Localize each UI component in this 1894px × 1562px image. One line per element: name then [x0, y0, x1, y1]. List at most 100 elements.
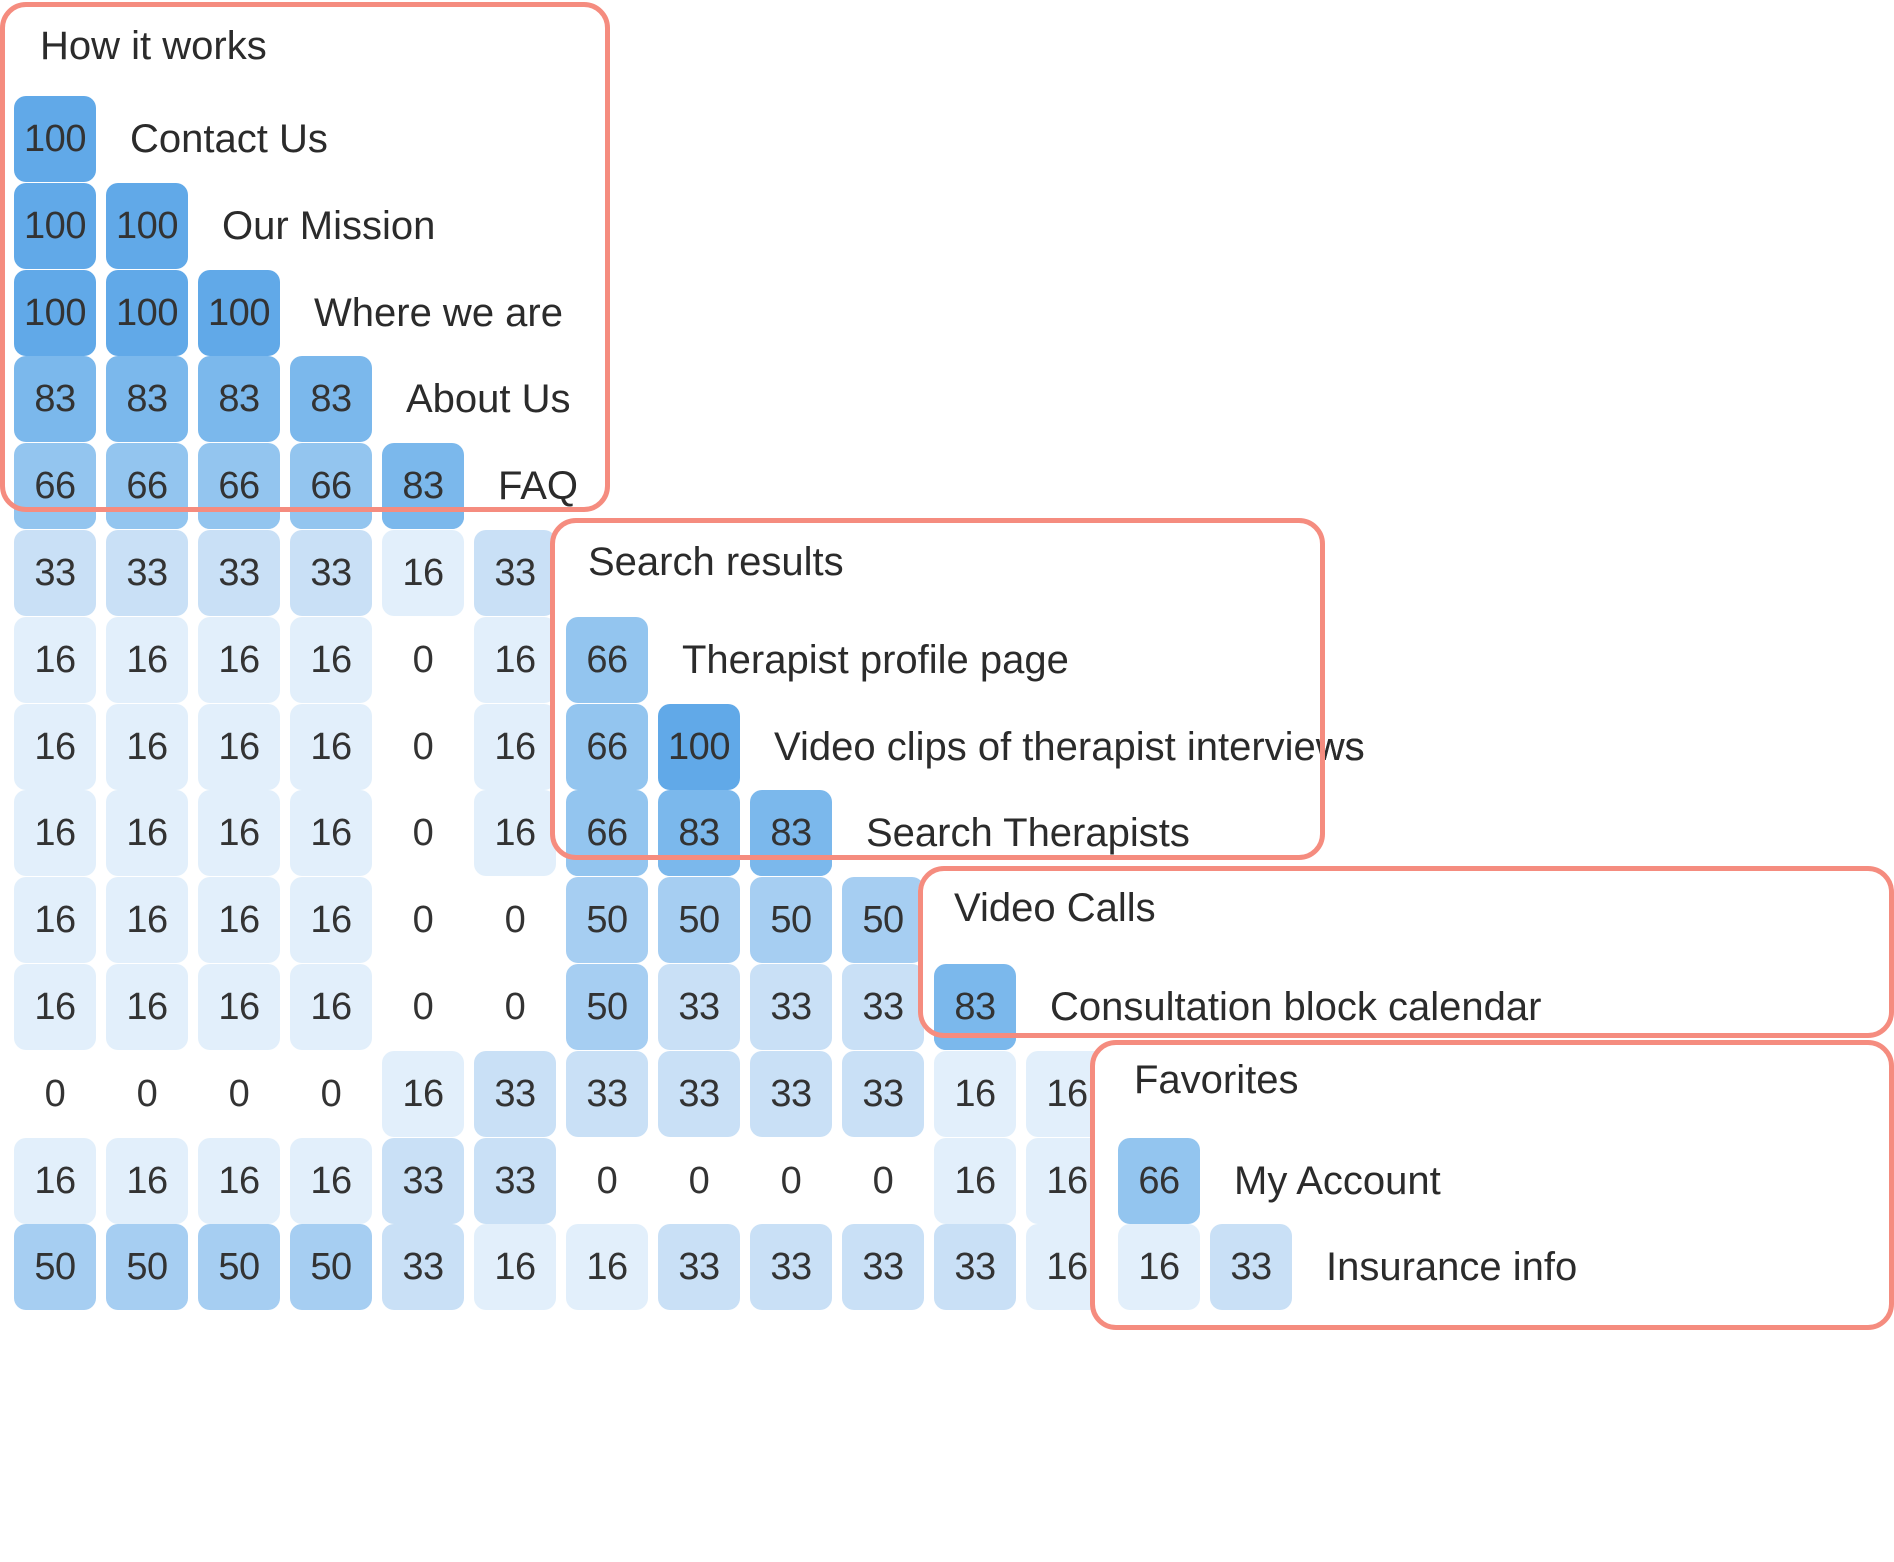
matrix-cell[interactable]: 16 — [290, 703, 372, 790]
matrix-cell[interactable]: 16 — [198, 964, 280, 1050]
matrix-cell[interactable]: 50 — [198, 1224, 280, 1311]
matrix-cell[interactable]: 33 — [842, 1050, 924, 1137]
matrix-cell[interactable]: 50 — [842, 877, 924, 964]
matrix-cell[interactable]: 16 — [106, 616, 188, 703]
matrix-cell[interactable]: 50 — [566, 964, 648, 1050]
matrix-cell[interactable]: 0 — [412, 899, 434, 942]
matrix-cell[interactable]: 83 — [14, 356, 96, 443]
matrix-cell[interactable]: 16 — [14, 877, 96, 964]
matrix-cell[interactable]: 16 — [382, 530, 464, 616]
matrix-cell[interactable]: 16 — [474, 1224, 556, 1311]
matrix-cell[interactable]: 16 — [290, 1137, 372, 1224]
matrix-cell[interactable]: 100 — [106, 269, 188, 356]
matrix-cell[interactable]: 33 — [658, 1224, 740, 1311]
matrix-cell[interactable]: 83 — [290, 356, 372, 443]
matrix-cell[interactable]: 0 — [412, 986, 434, 1028]
matrix-cell[interactable]: 33 — [474, 530, 556, 616]
matrix-cell[interactable]: 0 — [412, 638, 434, 681]
matrix-cell[interactable]: 0 — [320, 1072, 342, 1115]
matrix-cell[interactable]: 16 — [290, 790, 372, 877]
matrix-cell[interactable]: 0 — [412, 812, 434, 855]
matrix-cell[interactable]: 33 — [750, 1224, 832, 1311]
matrix-cell[interactable]: 33 — [750, 964, 832, 1050]
matrix-cell[interactable]: 16 — [934, 1050, 1016, 1137]
matrix-cell[interactable]: 16 — [14, 703, 96, 790]
matrix-cell[interactable]: 16 — [14, 790, 96, 877]
matrix-cell[interactable]: 0 — [780, 1159, 802, 1202]
matrix-cell[interactable]: 0 — [228, 1072, 250, 1115]
matrix-cell[interactable]: 16 — [290, 964, 372, 1050]
matrix-cell[interactable]: 50 — [290, 1224, 372, 1311]
matrix-cell[interactable]: 33 — [658, 1050, 740, 1137]
matrix-cell[interactable]: 16 — [106, 964, 188, 1050]
matrix-cell[interactable]: 16 — [290, 616, 372, 703]
matrix-cell[interactable]: 16 — [14, 1137, 96, 1224]
matrix-cell[interactable]: 0 — [504, 899, 526, 942]
matrix-cell[interactable]: 100 — [14, 269, 96, 356]
matrix-cell[interactable]: 33 — [382, 1224, 464, 1311]
matrix-cell[interactable]: 33 — [106, 530, 188, 616]
matrix-cell[interactable]: 16 — [474, 790, 556, 877]
matrix-cell[interactable]: 83 — [658, 790, 740, 877]
matrix-cell[interactable]: 66 — [1118, 1137, 1200, 1224]
matrix-cell[interactable]: 16 — [198, 616, 280, 703]
matrix-cell[interactable]: 33 — [566, 1050, 648, 1137]
matrix-cell[interactable]: 16 — [198, 1137, 280, 1224]
matrix-cell[interactable]: 50 — [658, 877, 740, 964]
matrix-cell[interactable]: 16 — [474, 616, 556, 703]
matrix-cell[interactable]: 33 — [14, 530, 96, 616]
matrix-cell[interactable]: 83 — [934, 964, 1016, 1050]
matrix-cell[interactable]: 16 — [474, 703, 556, 790]
matrix-cell[interactable]: 66 — [198, 443, 280, 530]
matrix-cell[interactable]: 33 — [474, 1050, 556, 1137]
matrix-cell[interactable]: 33 — [1210, 1224, 1292, 1311]
matrix-cell[interactable]: 0 — [44, 1072, 66, 1115]
matrix-cell[interactable]: 0 — [412, 725, 434, 768]
matrix-cell[interactable]: 33 — [658, 964, 740, 1050]
matrix-cell[interactable]: 66 — [566, 703, 648, 790]
matrix-cell[interactable]: 100 — [14, 96, 96, 182]
matrix-cell[interactable]: 0 — [504, 986, 526, 1028]
matrix-cell[interactable]: 66 — [106, 443, 188, 530]
matrix-cell[interactable]: 100 — [106, 182, 188, 269]
matrix-cell[interactable]: 100 — [14, 182, 96, 269]
matrix-cell[interactable]: 16 — [382, 1050, 464, 1137]
matrix-cell[interactable]: 66 — [290, 443, 372, 530]
matrix-cell[interactable]: 33 — [750, 1050, 832, 1137]
matrix-cell[interactable]: 66 — [14, 443, 96, 530]
matrix-cell[interactable]: 16 — [198, 877, 280, 964]
matrix-cell[interactable]: 33 — [934, 1224, 1016, 1311]
matrix-cell[interactable]: 16 — [14, 616, 96, 703]
matrix-cell[interactable]: 0 — [688, 1159, 710, 1202]
matrix-cell[interactable]: 50 — [106, 1224, 188, 1311]
matrix-cell[interactable]: 16 — [106, 877, 188, 964]
matrix-cell[interactable]: 83 — [198, 356, 280, 443]
matrix-cell[interactable]: 16 — [1118, 1224, 1200, 1311]
matrix-cell[interactable]: 0 — [872, 1159, 894, 1202]
matrix-cell[interactable]: 16 — [198, 790, 280, 877]
matrix-cell[interactable]: 16 — [106, 703, 188, 790]
matrix-cell[interactable]: 50 — [14, 1224, 96, 1311]
matrix-cell[interactable]: 16 — [106, 1137, 188, 1224]
matrix-cell[interactable]: 16 — [198, 703, 280, 790]
matrix-cell[interactable]: 16 — [106, 790, 188, 877]
matrix-cell[interactable]: 83 — [750, 790, 832, 877]
matrix-cell[interactable]: 50 — [750, 877, 832, 964]
matrix-cell[interactable]: 16 — [290, 877, 372, 964]
matrix-cell[interactable]: 33 — [382, 1137, 464, 1224]
matrix-cell[interactable]: 33 — [842, 964, 924, 1050]
matrix-cell[interactable]: 66 — [566, 616, 648, 703]
matrix-cell[interactable]: 83 — [382, 443, 464, 530]
matrix-cell[interactable]: 66 — [566, 790, 648, 877]
matrix-cell[interactable]: 33 — [198, 530, 280, 616]
matrix-cell[interactable]: 0 — [136, 1072, 158, 1115]
matrix-cell[interactable]: 100 — [198, 269, 280, 356]
matrix-cell[interactable]: 16 — [566, 1224, 648, 1311]
matrix-cell[interactable]: 33 — [474, 1137, 556, 1224]
matrix-cell[interactable]: 100 — [658, 703, 740, 790]
matrix-cell[interactable]: 83 — [106, 356, 188, 443]
matrix-cell[interactable]: 33 — [842, 1224, 924, 1311]
matrix-cell[interactable]: 33 — [290, 530, 372, 616]
matrix-cell[interactable]: 16 — [934, 1137, 1016, 1224]
matrix-cell[interactable]: 16 — [14, 964, 96, 1050]
